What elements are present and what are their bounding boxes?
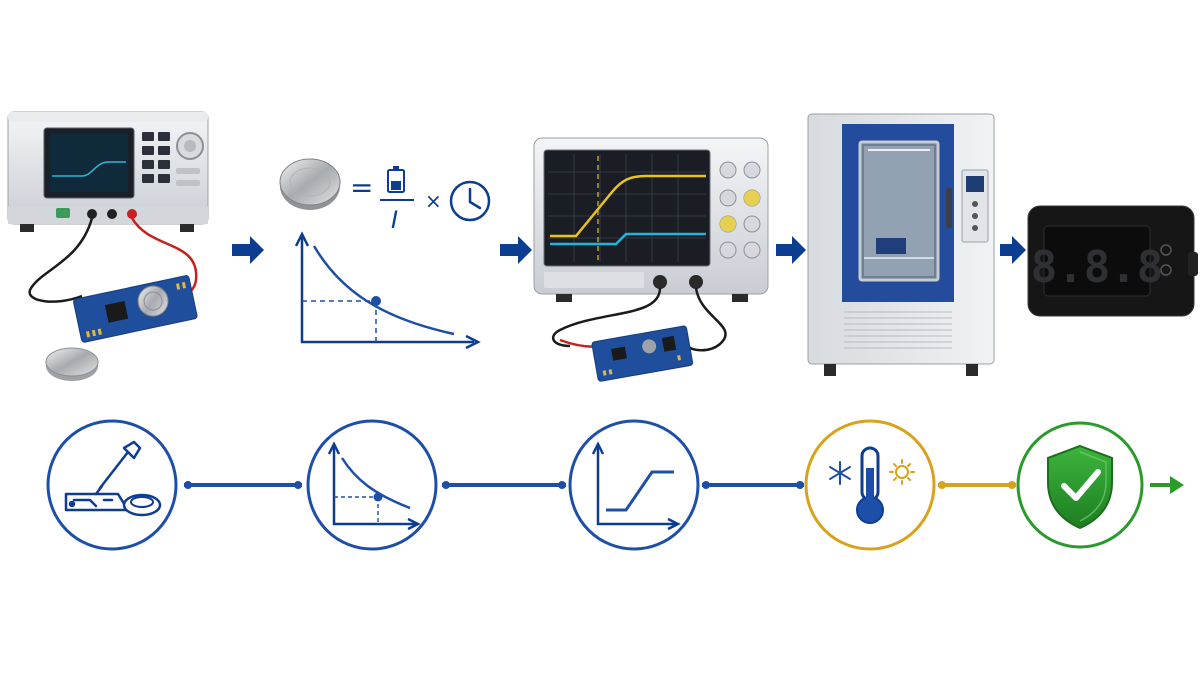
- clock-icon: [449, 180, 491, 222]
- equals-sign: =: [350, 171, 373, 204]
- process-timeline: [184, 476, 1184, 494]
- step4-thermal-icon: [804, 419, 936, 551]
- sun-icon: [889, 459, 915, 485]
- environmental-chamber-illustration: [807, 113, 995, 376]
- flow-arrow-3: [776, 236, 806, 264]
- battery-icon: [387, 166, 405, 193]
- discharge-curve-plot: [294, 231, 481, 350]
- flow-arrow-4: [1000, 236, 1026, 264]
- digital-display-illustration: 8.8.8: [1027, 205, 1198, 317]
- shield-icon: [1047, 444, 1113, 530]
- step2-discharge-icon: [306, 419, 438, 551]
- snowflake-icon: [829, 461, 851, 485]
- oscilloscope-illustration: [533, 137, 769, 382]
- flow-arrow-1: [232, 236, 264, 264]
- power-supply-illustration: [7, 111, 209, 381]
- display-digits: 8.8.8: [1031, 242, 1163, 293]
- step3-response-icon: [568, 419, 700, 551]
- checkmark-icon: [1061, 469, 1101, 501]
- current-symbol: I: [391, 206, 398, 234]
- step5-verify-icon: [1016, 421, 1144, 549]
- capacity-formula: = I ×: [279, 158, 491, 234]
- times-sign: ×: [425, 189, 442, 213]
- step1-soldering-icon: [46, 419, 178, 551]
- flow-arrow-2: [500, 236, 532, 264]
